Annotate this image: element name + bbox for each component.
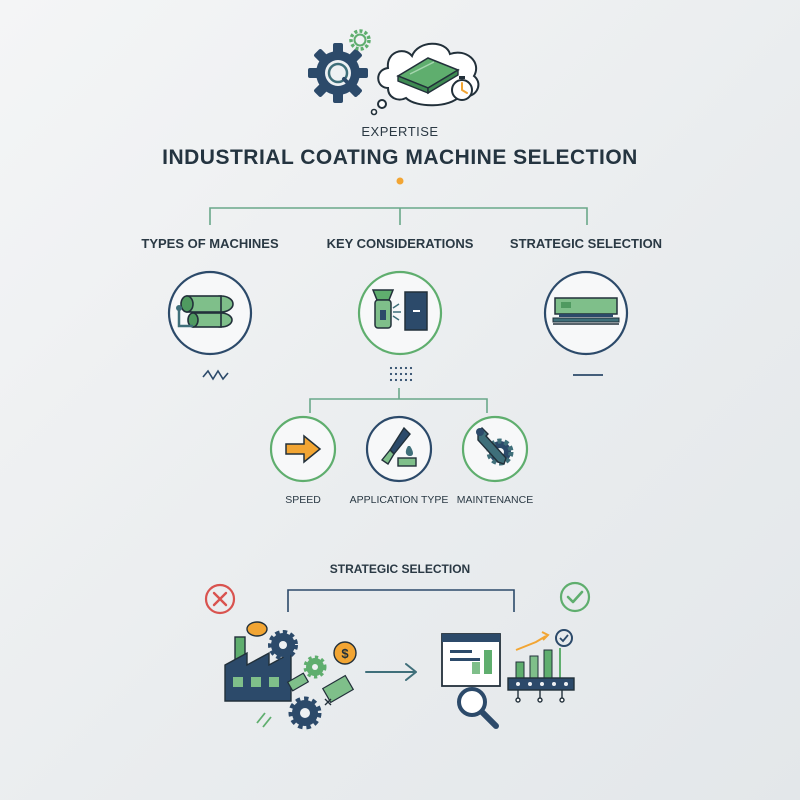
gear-magnifier-icon: [308, 29, 480, 116]
consideration-label-maintenance: MAINTENANCE: [456, 494, 534, 506]
category-label-considerations: KEY CONSIDERATIONS: [326, 236, 474, 251]
roller-machine-icon: [167, 270, 253, 356]
arrow-right-icon: [269, 415, 337, 483]
eyebrow-label: EXPERTISE: [361, 124, 439, 139]
dot-grid-decoration: [389, 366, 413, 382]
transition-arrow-icon: [365, 663, 417, 681]
coater-press-icon: [543, 270, 629, 356]
wrench-gear-icon: [461, 415, 529, 483]
strategic-section-label: STRATEGIC SELECTION: [329, 562, 471, 576]
spray-nozzle-icon: [357, 270, 443, 356]
squiggle-decoration: [202, 369, 229, 381]
consideration-label-application: APPLICATION TYPE: [349, 494, 449, 506]
title-dot: [396, 177, 404, 185]
category-label-strategic: STRATEGIC SELECTION: [509, 236, 663, 251]
analysis-dashboard-icon: [441, 629, 575, 729]
svg-text:$: $: [341, 646, 349, 661]
category-label-types: TYPES OF MACHINES: [141, 236, 279, 251]
brush-droplet-icon: [365, 415, 433, 483]
consideration-label-speed: SPEED: [285, 494, 321, 506]
factory-cost-cluster-icon: $: [224, 621, 357, 730]
page-title: INDUSTRIAL COATING MACHINE SELECTION: [162, 146, 638, 169]
check-circle-icon: [559, 581, 591, 613]
cross-circle-icon: [204, 583, 236, 615]
